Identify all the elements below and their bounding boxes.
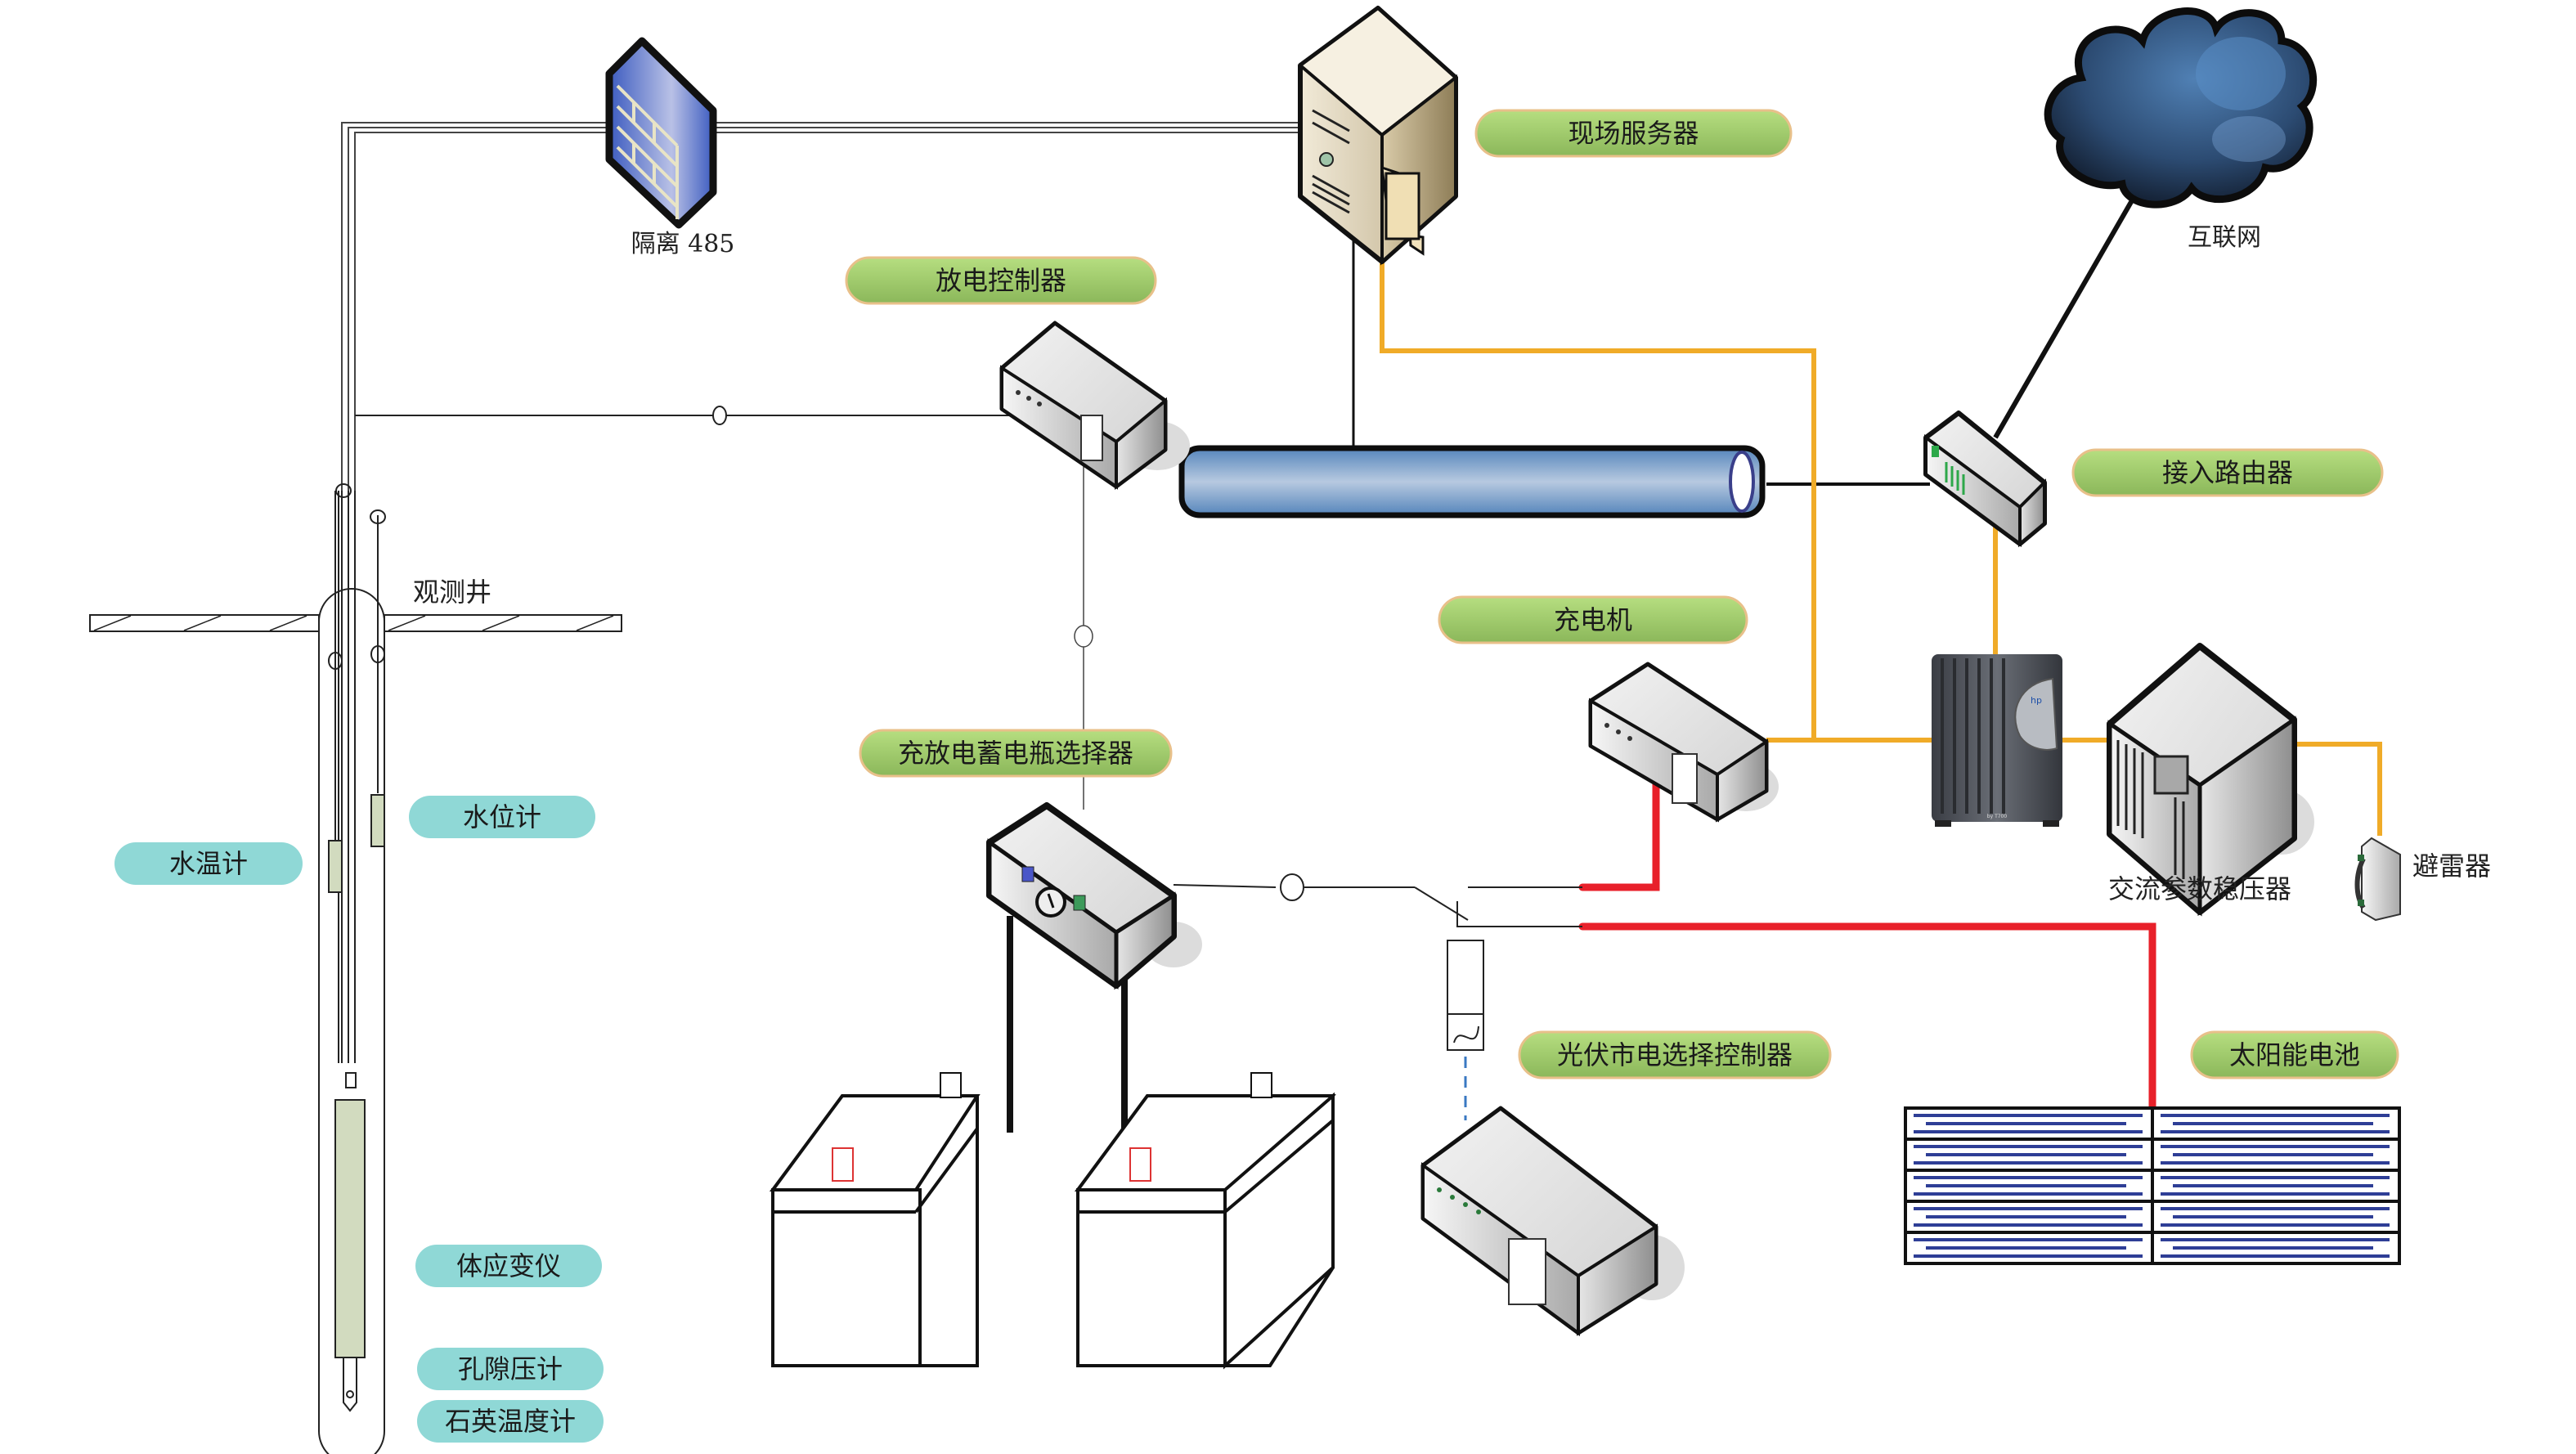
solar-cell: [1904, 1200, 2154, 1234]
observation-well: [89, 483, 622, 1454]
arrester-label: 避雷器: [2412, 850, 2491, 882]
label-pill-text: 放电控制器: [936, 265, 1066, 296]
label-pill-bg: [1474, 109, 1793, 158]
strainmeter-label: 体应变仪: [415, 1245, 602, 1287]
discharge-controller-icon[interactable]: [999, 321, 1190, 490]
label-pill-text: 太阳能电池: [2229, 1039, 2360, 1070]
well-label: 观测井: [413, 577, 491, 608]
battery-selector-icon[interactable]: [986, 802, 1202, 990]
pore-pressure-label: 孔隙压计: [417, 1348, 604, 1390]
label-pill-bg: [859, 729, 1173, 778]
charger-icon[interactable]: [1588, 662, 1779, 823]
label-pill-text: 石英温度计: [445, 1406, 576, 1437]
router-icon[interactable]: [1923, 411, 2047, 548]
label-pill-text: 水温计: [169, 848, 248, 879]
solar-cell: [1904, 1231, 2154, 1265]
label-pill-bg: [2190, 1030, 2399, 1079]
quartz-thermometer-label: 石英温度计: [417, 1400, 604, 1443]
ups-brand: hp: [2031, 695, 2042, 706]
ups-model: by T700: [1987, 814, 2008, 819]
lightning-arrester-icon[interactable]: [2354, 837, 2401, 922]
battery-2-icon[interactable]: [1075, 1072, 1336, 1370]
label-pill-text: 孔隙压计: [458, 1353, 563, 1384]
label-pill-bg: [417, 1400, 604, 1443]
label-pill-text: 充电机: [1554, 604, 1632, 635]
battery-selector-label: 充放电蓄电瓶选择器: [859, 729, 1173, 778]
label-pill-text: 体应变仪: [456, 1250, 561, 1281]
pv-selector-label: 光伏市电选择控制器: [1518, 1030, 1832, 1079]
solar-cell: [1904, 1138, 2154, 1172]
rs485-cable: [341, 122, 1300, 491]
label-pill-text: 接入路由器: [2162, 457, 2293, 488]
server-label: 现场服务器: [1474, 109, 1793, 158]
firewall-label: 隔离 485: [631, 230, 735, 258]
label-pill-bg: [1438, 595, 1748, 644]
battery-1-icon[interactable]: [770, 1072, 981, 1367]
power-lines: [1578, 777, 2156, 1112]
solar-cell: [1904, 1169, 2154, 1203]
water-level-label: 水位计: [409, 796, 595, 838]
label-pill-bg: [417, 1348, 604, 1390]
discharge-control-line: [355, 406, 1022, 425]
stabilizer-label: 交流参数稳压器: [2108, 873, 2291, 904]
label-pill-text: 水位计: [463, 801, 541, 832]
internet-label: 互联网: [2188, 223, 2261, 252]
signal-lines: [1380, 233, 2382, 836]
label-pill-bg: [2071, 448, 2384, 497]
charger-label: 充电机: [1438, 595, 1748, 644]
network-bus-icon: [1178, 445, 1766, 518]
router-internet-line: [1993, 195, 2137, 439]
label-pill-bg: [415, 1245, 602, 1287]
discharge-controller-label: 放电控制器: [845, 256, 1157, 305]
firewall-icon[interactable]: [605, 37, 717, 229]
solar-cell: [2151, 1200, 2401, 1234]
ups-icon[interactable]: hp by T700: [1932, 654, 2062, 827]
solar-cell: [2151, 1138, 2401, 1172]
solar-cell: [2151, 1169, 2401, 1203]
label-pill-text: 光伏市电选择控制器: [1557, 1039, 1793, 1070]
solar-label: 太阳能电池: [2190, 1030, 2399, 1079]
router-label: 接入路由器: [2071, 448, 2384, 497]
solar-cell: [1904, 1106, 2154, 1141]
label-pill-bg: [114, 842, 303, 885]
solar-cell: [2151, 1106, 2401, 1141]
ac-source-symbol: [1447, 940, 1484, 1051]
stabilizer-icon[interactable]: [2107, 643, 2314, 917]
label-pill-bg: [845, 256, 1157, 305]
pv-switch: [1173, 873, 1582, 927]
solar-panel-array-icon[interactable]: [1904, 1106, 2401, 1265]
pv-selector-icon[interactable]: [1420, 1106, 1685, 1336]
label-pill-bg: [409, 796, 595, 838]
internet-cloud-icon[interactable]: [2044, 7, 2318, 209]
water-temp-label: 水温计: [114, 842, 303, 885]
label-pill-text: 现场服务器: [1568, 118, 1699, 149]
server-icon[interactable]: [1297, 6, 1459, 266]
label-pill-bg: [1518, 1030, 1832, 1079]
label-pill-text: 充放电蓄电瓶选择器: [898, 738, 1133, 769]
solar-cell: [2151, 1231, 2401, 1265]
